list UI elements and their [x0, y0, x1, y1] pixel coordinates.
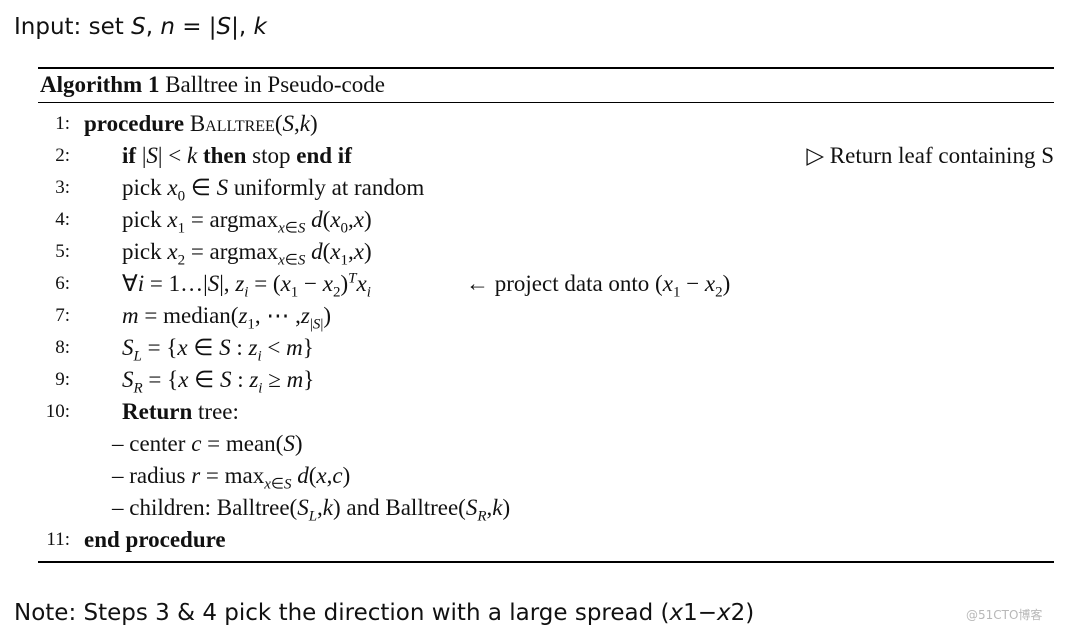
algorithm-header-rule [38, 102, 1054, 103]
line-number: 4: [55, 209, 70, 230]
algorithm-line-5: 5: pick x2 = argmaxx∈S d(x1,x) [0, 236, 1074, 268]
input-caption: Input: set S, n = |S|, k [14, 14, 267, 40]
algorithm-line-6: 6: ∀i = 1…|S|, zi = (x1 − x2)Txi ← proje… [0, 268, 1074, 300]
algorithm-bottom-rule [38, 561, 1054, 563]
line-content: procedure Balltree(S,k) [84, 111, 318, 136]
algorithm-label: Algorithm 1 [40, 72, 160, 97]
algorithm-top-rule [38, 67, 1054, 69]
line-number: 5: [55, 241, 70, 262]
algorithm-line-8: 8: SL = {x ∈ S : zi < m} [0, 332, 1074, 364]
line-content: pick x1 = argmaxx∈S d(x0,x) [122, 207, 372, 237]
line-number: 1: [55, 113, 70, 134]
algorithm-line-1: 1: procedure Balltree(S,k) [0, 108, 1074, 140]
line-content: – children: Balltree(SL,k) and Balltree(… [112, 495, 511, 525]
algorithm-name: Balltree in Pseudo-code [159, 72, 385, 97]
algorithm-line-4: 4: pick x1 = argmaxx∈S d(x0,x) [0, 204, 1074, 236]
algorithm-line-7: 7: m = median(z1, ⋯ ,z|S|) [0, 300, 1074, 332]
line-content: – radius r = maxx∈S d(x,c) [112, 463, 351, 493]
line-number: 3: [55, 177, 70, 198]
line-content: SR = {x ∈ S : zi ≥ m} [122, 367, 315, 397]
line-content: m = median(z1, ⋯ ,z|S|) [122, 303, 332, 333]
line-content: pick x2 = argmaxx∈S d(x1,x) [122, 239, 372, 269]
line-content: ∀i = 1…|S|, zi = (x1 − x2)Txi [122, 270, 371, 301]
watermark: @51CTO博客 [966, 608, 1043, 622]
line-content: if |S| < k then stop end if [122, 143, 352, 168]
algorithm-subitem-radius: – radius r = maxx∈S d(x,c) [0, 460, 1074, 492]
algorithm-line-11: 11: end procedure [0, 524, 1074, 556]
line-number: 8: [55, 337, 70, 358]
line-number: 9: [55, 369, 70, 390]
line-number: 6: [55, 273, 70, 294]
line-content: – center c = mean(S) [112, 431, 303, 456]
line-number: 2: [55, 145, 70, 166]
algorithm-title: Algorithm 1 Balltree in Pseudo-code [40, 70, 385, 100]
algorithm-line-3: 3: pick x0 ∈ S uniformly at random [0, 172, 1074, 204]
algorithm-line-9: 9: SR = {x ∈ S : zi ≥ m} [0, 364, 1074, 396]
line-content: Return tree: [122, 399, 239, 424]
note-caption: Note: Steps 3 & 4 pick the direction wit… [14, 600, 755, 626]
line-number: 11: [46, 529, 70, 550]
algorithm-line-2: 2: if |S| < k then stop end if ▷ Return … [0, 140, 1074, 172]
algorithm-subitem-children: – children: Balltree(SL,k) and Balltree(… [0, 492, 1074, 524]
line-content: end procedure [84, 527, 226, 552]
algorithm-subitem-center: – center c = mean(S) [0, 428, 1074, 460]
line-number: 7: [55, 305, 70, 326]
line-number: 10: [45, 401, 70, 422]
line-comment: ▷ Return leaf containing S [806, 143, 1054, 168]
line-content: SL = {x ∈ S : zi < m} [122, 335, 314, 365]
line-comment: ← project data onto (x1 − x2) [466, 271, 731, 301]
algorithm-line-10: 10: Return tree: [0, 396, 1074, 428]
line-content: pick x0 ∈ S uniformly at random [122, 175, 425, 205]
